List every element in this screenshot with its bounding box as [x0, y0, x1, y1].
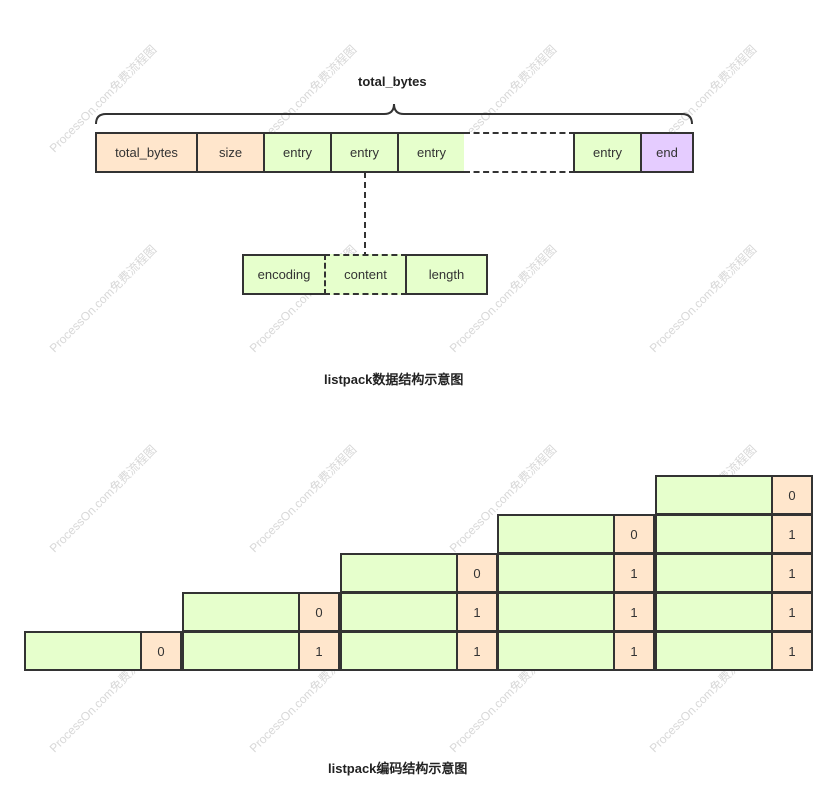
flag-bit: 0 — [456, 553, 498, 593]
payload-block — [655, 553, 773, 593]
cell-entry-3: entry — [397, 132, 466, 173]
flag-bit: 1 — [613, 553, 655, 593]
flag-bit: 1 — [298, 631, 340, 671]
flag-bit: 1 — [613, 592, 655, 632]
flag-bit: 1 — [771, 514, 813, 554]
caption-data-structure: listpack数据结构示意图 — [324, 372, 464, 387]
brace-label: total_bytes — [358, 74, 427, 89]
payload-block — [497, 631, 615, 671]
payload-block — [182, 592, 300, 632]
payload-block — [182, 631, 300, 671]
flag-bit: 1 — [771, 553, 813, 593]
cell-size: size — [196, 132, 265, 173]
flag-bit: 0 — [298, 592, 340, 632]
payload-block — [24, 631, 142, 671]
payload-block — [340, 553, 458, 593]
cell-total-bytes: total_bytes — [95, 132, 198, 173]
payload-block — [655, 475, 773, 515]
entry-part-encoding: encoding — [242, 254, 326, 295]
payload-block — [497, 514, 615, 554]
flag-bit: 1 — [771, 631, 813, 671]
cell-end: end — [640, 132, 694, 173]
caption-encoding-structure: listpack编码结构示意图 — [328, 761, 468, 776]
flag-bit: 0 — [140, 631, 182, 671]
cell-entry-1: entry — [263, 132, 332, 173]
entry-part-length: length — [405, 254, 488, 295]
payload-block — [655, 592, 773, 632]
flag-bit: 1 — [613, 631, 655, 671]
flag-bit: 0 — [613, 514, 655, 554]
payload-block — [655, 631, 773, 671]
entry-part-content: content — [324, 254, 407, 295]
flag-bit: 1 — [456, 592, 498, 632]
payload-block — [340, 592, 458, 632]
flag-bit: 1 — [456, 631, 498, 671]
payload-block — [497, 592, 615, 632]
payload-block — [655, 514, 773, 554]
cell-ellipsis — [464, 132, 575, 173]
payload-block — [497, 553, 615, 593]
total-bytes-brace — [95, 103, 693, 125]
flag-bit: 1 — [771, 592, 813, 632]
payload-block — [340, 631, 458, 671]
flag-bit: 0 — [771, 475, 813, 515]
cell-entry-2: entry — [330, 132, 399, 173]
cell-entry-n: entry — [573, 132, 642, 173]
